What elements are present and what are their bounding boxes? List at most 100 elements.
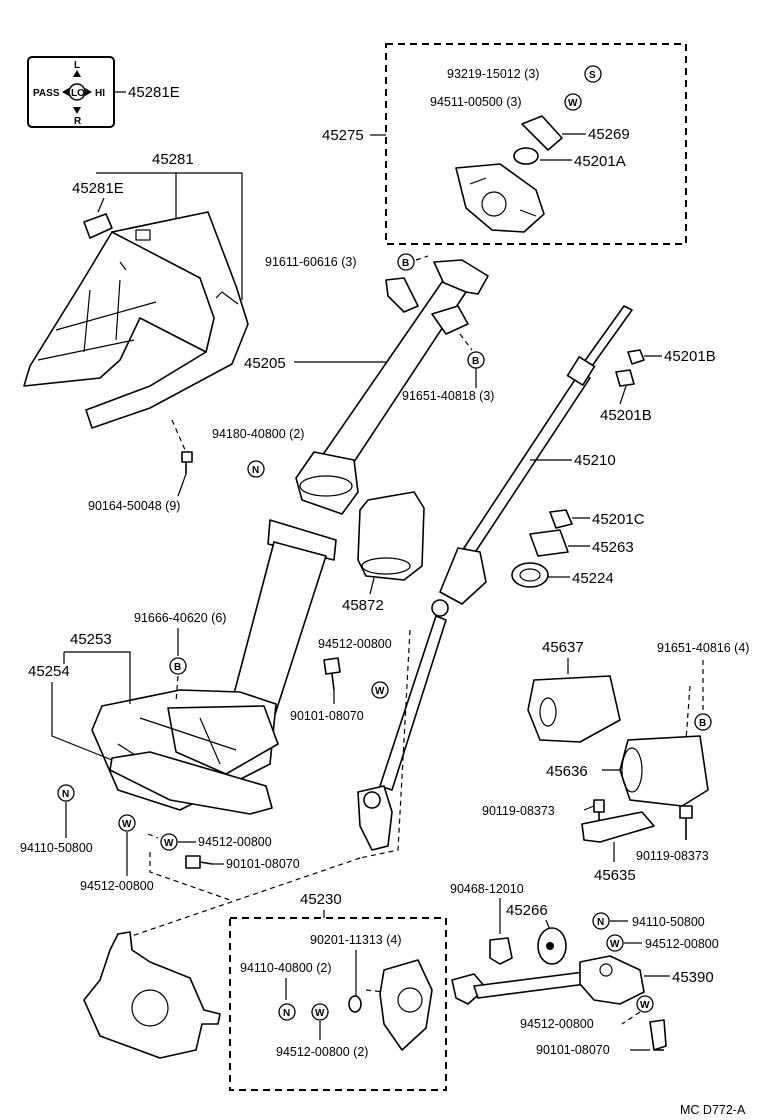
legend-right-label: R [74,116,82,127]
column-housing [455,163,545,233]
part-45390: 45390 [672,969,714,986]
part-90468: 90468-12010 [450,882,524,896]
marker-n-1 [247,460,265,478]
clip-45201C [549,509,573,529]
part-45281E-side: 45281E [72,180,124,197]
marker-n-3 [278,1003,296,1021]
column-holder-45253 [91,689,279,815]
washer-90201 [348,995,362,1013]
part-45201B-1: 45201B [664,348,716,365]
intermediate-shaft-45390 [451,955,645,1005]
part-45275: 45275 [322,127,364,144]
svg-text:W: W [122,819,132,830]
bearing-45201A [513,147,539,165]
bolt-90101-a [323,657,341,691]
upper-bracket-45637 [527,675,621,743]
marker-n-2 [57,784,75,802]
part-91666: 91666-40620 (6) [134,611,226,625]
svg-text:W: W [164,838,174,849]
part-91651-818: 91651-40818 (3) [402,389,494,403]
bracket-45269 [521,115,563,151]
flexible-coupling [379,959,433,1051]
seal-45224 [511,562,549,588]
part-94512-bot: 94512-00800 [520,1017,594,1031]
part-94512-r: 94512-00800 [645,937,719,951]
part-45266: 45266 [506,902,548,919]
lower-column-tube [225,519,337,731]
svg-text:W: W [640,1000,650,1011]
svg-text:B: B [699,718,706,729]
legend-plate-small [83,213,113,239]
bolt-90119-b [679,805,693,840]
svg-text:N: N [283,1008,290,1019]
part-45210: 45210 [574,452,616,469]
clamp-90468 [489,937,513,965]
part-45201A: 45201A [574,153,626,170]
marker-b-4 [694,713,712,731]
column-cover [23,211,249,429]
svg-text:S: S [589,70,596,81]
part-90119-b: 90119-08373 [636,849,709,863]
svg-text:B: B [402,258,409,269]
plate-45635 [581,811,655,843]
part-90101-mid: 90101-08070 [226,857,300,871]
legend-hi-label: HI [95,88,105,99]
bolt-90101-mid [185,855,213,869]
main-shaft [431,305,633,617]
part-45201B-2: 45201B [600,407,652,424]
part-45635: 45635 [594,867,636,884]
clip-45201B-a [627,349,645,365]
part-45281: 45281 [152,151,194,168]
svg-text:B: B [472,356,479,367]
marker-w-2 [371,681,389,699]
svg-text:N: N [597,917,604,928]
part-45205: 45205 [244,355,286,372]
marker-w-1 [564,93,582,111]
part-45263: 45263 [592,539,634,556]
intermediate-shaft [357,615,447,851]
boot-45872 [357,491,425,581]
part-90201: 90201-11313 (4) [310,933,402,947]
part-45269: 45269 [588,126,630,143]
lower-bracket-45636 [619,735,709,807]
part-94110-left: 94110-50800 [20,841,93,855]
part-93219: 93219-15012 (3) [447,67,539,81]
marker-w-4 [160,833,178,851]
part-94512-left: 94512-00800 [80,879,154,893]
part-45254: 45254 [28,663,70,680]
part-94512-mid: 94512-00800 [198,835,272,849]
marker-w-5 [311,1003,329,1021]
part-94512-a: 94512-00800 [318,637,392,651]
legend-left-label: L [74,60,80,71]
part-90101-bot: 90101-08070 [536,1043,610,1057]
part-94110-r: 94110-50800 [632,915,705,929]
part-45872: 45872 [342,597,384,614]
part-45201C: 45201C [592,511,645,528]
marker-w-7 [636,995,654,1013]
bolt-90119-a [593,799,605,822]
marker-b-1 [397,253,415,271]
marker-s [584,65,602,83]
part-91611: 91611-60616 (3) [265,255,357,269]
part-45636: 45636 [546,763,588,780]
part-45637: 45637 [542,639,584,656]
legend-pass-label: PASS [33,88,60,99]
marker-b-3 [169,657,187,675]
part-94110-box: 94110-40800 (2) [240,961,332,975]
marker-n-4 [592,912,610,930]
part-91651-816: 91651-40816 (4) [657,641,749,655]
group-box-45230 [229,917,447,1091]
part-94180: 94180-40800 (2) [212,427,304,441]
part-45224: 45224 [572,570,614,587]
svg-text:W: W [315,1008,325,1019]
part-90164: 90164-50048 (9) [88,499,180,513]
bolt-90101-bot [649,1019,667,1051]
marker-w-3 [118,814,136,832]
part-90101-a: 90101-08070 [290,709,364,723]
part-94512-box: 94512-00800 (2) [276,1045,368,1059]
switch-legend-plate: LO L R PASS HI [27,56,115,128]
part-90119-a: 90119-08373 [482,804,555,818]
svg-text:W: W [610,939,620,950]
part-45281E-top: 45281E [128,84,180,101]
